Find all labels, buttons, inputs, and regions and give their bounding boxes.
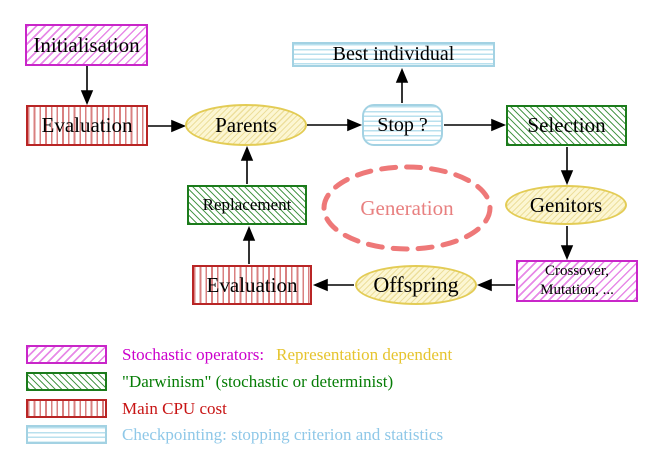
legend-label-darwinism: "Darwinism" (stochastic or determinist): [122, 372, 394, 391]
legend-swatch-checkpointing: [26, 425, 107, 444]
arrowhead-evaluation-to-parents: [171, 119, 187, 133]
legend-label-cpu-cost: Main CPU cost: [122, 399, 227, 418]
legend-label-stochastic-operators: Stochastic operators: Representation depe…: [122, 345, 452, 364]
arrowhead-evaluation-to-replacement: [242, 225, 256, 241]
legend-swatch-darwinism: [26, 372, 107, 391]
node-parents: Parents: [185, 104, 307, 146]
arrowhead-offspring-to-evaluation: [312, 278, 328, 292]
node-best-individual: Best individual: [292, 42, 495, 67]
arrowhead-replacement-to-parents: [240, 145, 254, 161]
node-crossover-mutation: Crossover, Mutation, ...: [516, 260, 638, 302]
arrowhead-initialisation-to-evaluation: [80, 90, 94, 106]
generation-label: Generation: [360, 196, 454, 220]
node-genitors: Genitors: [505, 185, 627, 225]
node-evaluation-top: Evaluation: [26, 105, 148, 146]
node-initialisation: Initialisation: [25, 24, 148, 66]
node-selection: Selection: [506, 105, 627, 146]
legend-stochastic-text: Stochastic operators:: [122, 345, 265, 364]
node-offspring: Offspring: [355, 265, 477, 305]
arrowhead-parents-to-stop: [347, 118, 363, 132]
crossover-line2: Mutation, ...: [540, 282, 614, 298]
legend-swatch-cpu-cost: [26, 399, 107, 418]
arrowhead-crossover-to-offspring: [476, 278, 492, 292]
arrowhead-genitors-to-crossover: [560, 245, 574, 261]
arrowhead-stop-to-best-individual: [395, 67, 409, 83]
arrowhead-selection-to-genitors: [560, 170, 574, 186]
legend-label-checkpointing: Checkpointing: stopping criterion and st…: [122, 425, 444, 444]
node-evaluation-bottom: Evaluation: [192, 265, 312, 305]
legend-representation-text: Representation dependent: [276, 345, 453, 364]
arrowhead-stop-to-selection: [491, 118, 507, 132]
node-replacement: Replacement: [187, 185, 307, 225]
node-stop: Stop ?: [362, 104, 443, 146]
legend-swatch-stochastic-operators: [26, 345, 107, 364]
crossover-line1: Crossover,: [545, 263, 609, 280]
